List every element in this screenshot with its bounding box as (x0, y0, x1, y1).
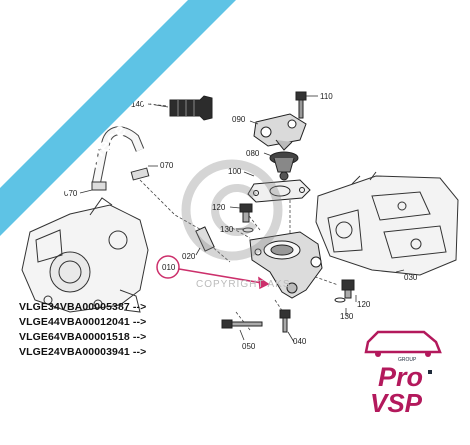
water-outlet-housing-010 (249, 231, 323, 299)
label-010: 010 (162, 263, 176, 272)
thermostat-080 (269, 151, 299, 181)
label-040: 040 (293, 337, 307, 346)
label-030: 030 (404, 273, 418, 282)
reference-line-1: VLGE34VBA00005387 --> (19, 301, 147, 313)
copyright-text: COPYRIGHT AKS (196, 279, 291, 290)
coolant-hose (91, 126, 150, 191)
reference-line-4: VLGE24VBA00003941 --> (19, 346, 147, 358)
label-070-upper: 070 (160, 161, 174, 170)
label-130-upper: 130 (220, 225, 234, 234)
label-080: 080 (246, 149, 260, 158)
label-020: 020 (182, 252, 196, 261)
callout-leaders (79, 95, 405, 343)
part-labels: 140 110 090 080 070 100 070 120 130 020 … (64, 92, 418, 351)
copyright-watermark (181, 159, 283, 261)
label-050: 050 (242, 342, 256, 351)
label-100: 100 (228, 167, 242, 176)
engine-block-right-030 (315, 171, 459, 276)
label-120-upper: 120 (212, 203, 226, 212)
pro-vsp-logo: GROUP Pro VSP (364, 330, 442, 418)
label-130-lower: 130 (340, 312, 354, 321)
thermostat-cover-090 (253, 113, 307, 151)
sensor-120-lower (334, 279, 355, 303)
label-120-lower: 120 (357, 300, 371, 309)
label-070-lower: 070 (64, 189, 78, 198)
logo-car-icon (364, 330, 442, 354)
logo-word-vsp: VSP (370, 388, 423, 418)
bolt-050 (221, 319, 263, 329)
reference-line-2: VLGE44VBA00012041 --> (19, 316, 147, 328)
bolt-040 (279, 309, 291, 333)
label-090: 090 (232, 115, 246, 124)
logo-word-pro: Pro (378, 362, 423, 392)
gasket-100 (247, 179, 311, 203)
label-140: 140 (131, 100, 145, 109)
logo-tagline: GROUP (398, 357, 417, 363)
reference-line-3: VLGE64VBA00001518 --> (19, 331, 147, 343)
pipe-020 (195, 226, 215, 252)
hose-fitting-140 (169, 95, 213, 121)
engine-block-left (21, 197, 149, 313)
label-110: 110 (320, 92, 333, 101)
highlight-annotation (156, 255, 270, 290)
